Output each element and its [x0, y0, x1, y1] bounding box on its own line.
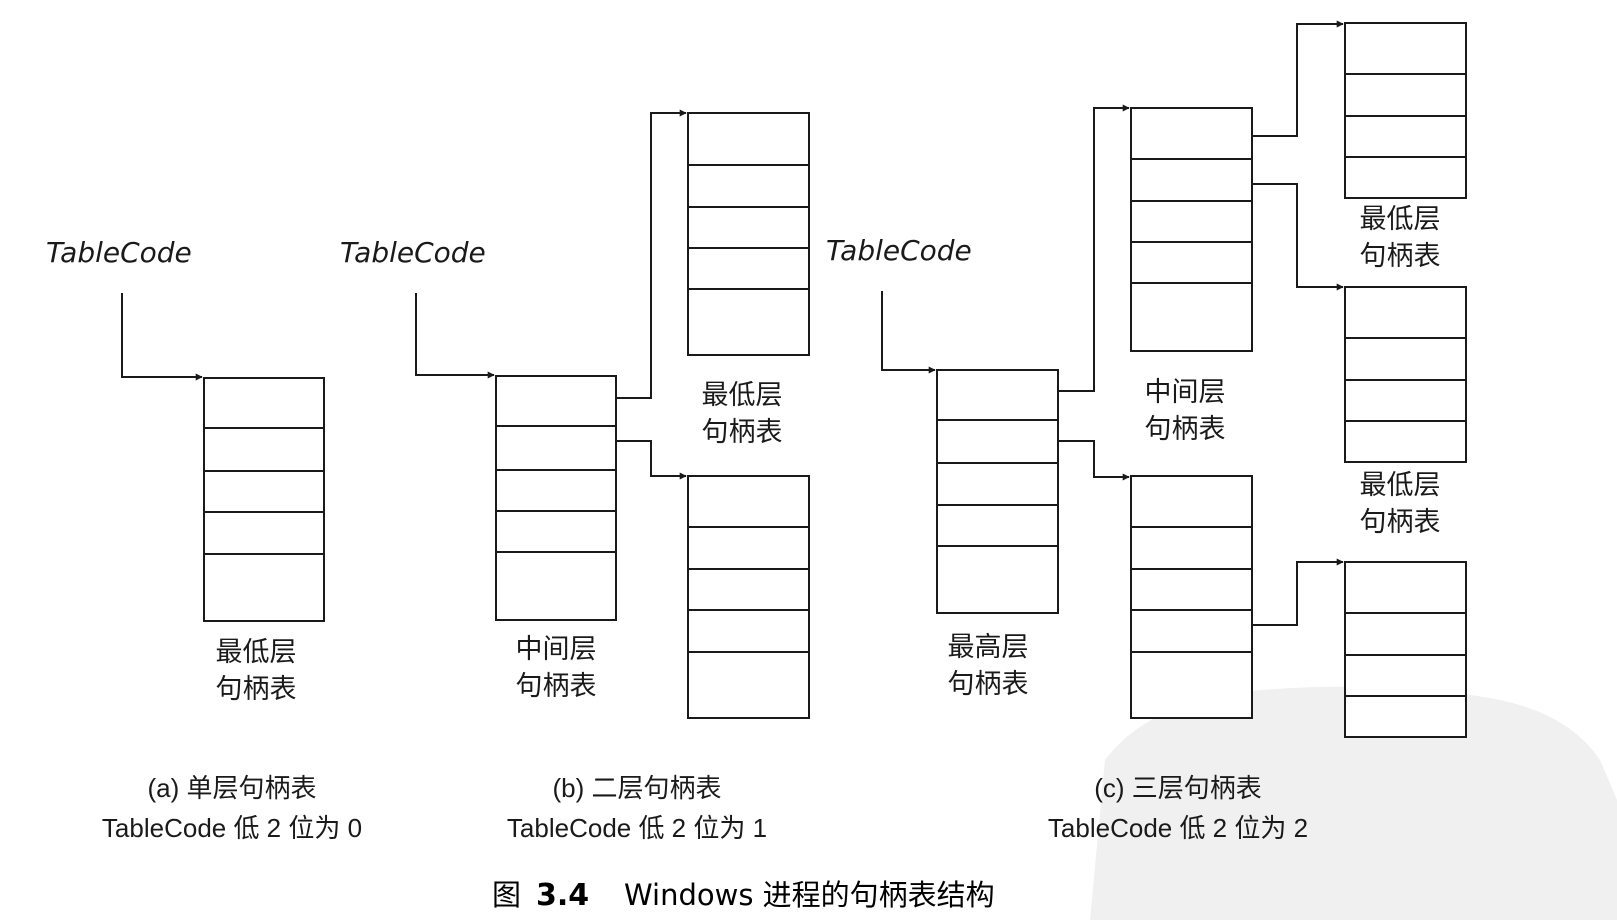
figure-caption: 图 3.4 Windows 进程的句柄表结构: [492, 878, 995, 913]
diagram-a: TableCode 最低层 句柄表 (a) 单层句柄表 TableCode 低 …: [46, 236, 362, 843]
link-arrow-c2: [1058, 440, 1130, 481]
caption-title-c: (c) 三层句柄表: [1094, 773, 1262, 803]
middle-table-b: [495, 375, 617, 621]
table-label-line2: 句柄表: [216, 674, 297, 705]
middle-table-c2: [1130, 475, 1253, 719]
table-label-line1: 最低层: [1360, 470, 1441, 501]
figure-title: Windows 进程的句柄表结构: [624, 878, 995, 912]
figure-number-prefix: 图: [492, 878, 521, 912]
caption-title-b: (b) 二层句柄表: [552, 773, 721, 803]
lowest-table-b1: [687, 112, 810, 356]
top-table-c: [936, 369, 1059, 614]
table-label-line2: 句柄表: [1360, 507, 1441, 538]
caption-note-a: TableCode 低 2 位为 0: [102, 813, 362, 843]
lowest-table-c1: [1344, 22, 1467, 199]
lowest-table-c3: [1344, 561, 1467, 738]
caption-title-a: (a) 单层句柄表: [147, 773, 316, 803]
middle-table-c: [1130, 107, 1253, 352]
figure-number: 3.4: [536, 878, 589, 913]
pointer-arrow-c: [881, 291, 936, 374]
caption-note-b: TableCode 低 2 位为 1: [507, 813, 767, 843]
table-label-line1: 中间层: [1145, 377, 1226, 408]
link-arrow-c3: [1252, 20, 1344, 137]
pointer-arrow-a: [121, 293, 203, 381]
table-label-line1: 最低层: [702, 380, 783, 411]
caption-note-c: TableCode 低 2 位为 2: [1048, 813, 1308, 843]
lowest-table-c2: [1344, 286, 1467, 463]
link-arrow-c4: [1252, 183, 1344, 291]
lowest-table-a: [203, 377, 325, 622]
table-label-line1: 中间层: [516, 634, 597, 665]
table-label-line2: 句柄表: [1360, 241, 1441, 272]
link-arrow-b2: [616, 440, 687, 480]
diagram-b: TableCode 中间层 句柄表 最低层 句柄表 (: [340, 109, 810, 843]
table-label-line2: 句柄表: [948, 669, 1029, 700]
tablecode-pointer-a: TableCode: [46, 236, 192, 269]
link-arrow-c5: [1252, 558, 1344, 626]
lowest-table-b2: [687, 475, 810, 719]
diagram-c: TableCode 最高层 句柄表 中间层 句柄表: [826, 20, 1467, 843]
table-label-line2: 句柄表: [516, 671, 597, 702]
watermark-seal: [1090, 686, 1617, 920]
tablecode-pointer-b: TableCode: [340, 236, 486, 269]
pointer-arrow-b: [415, 293, 495, 379]
tablecode-pointer-c: TableCode: [826, 234, 972, 267]
link-arrow-c1: [1058, 104, 1130, 392]
table-label-line2: 句柄表: [702, 417, 783, 448]
table-label-line1: 最低层: [1360, 204, 1441, 235]
table-label-line1: 最低层: [216, 637, 297, 668]
table-label-line1: 最高层: [948, 632, 1029, 663]
table-label-line2: 句柄表: [1145, 414, 1226, 445]
link-arrow-b1: [616, 109, 687, 399]
